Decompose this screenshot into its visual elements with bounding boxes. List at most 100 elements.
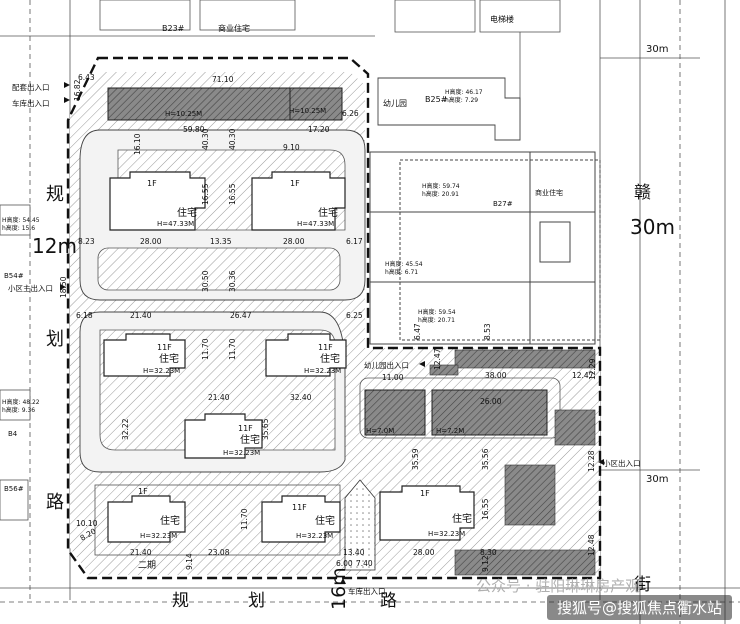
dim-16-82: 16.82 <box>73 79 82 101</box>
building-4-floor: 11F <box>318 343 333 352</box>
label-b27-h5: H高度: 59.54 <box>418 308 456 316</box>
dim-8-53: 8.53 <box>483 323 492 340</box>
west-road-char-1: 规 <box>46 184 64 205</box>
building-2-label: 住宅 <box>318 206 338 219</box>
dim-6-26: 6.26 <box>342 109 359 118</box>
dim-16-55c: 16.55 <box>481 498 490 520</box>
dim-40-30b: 40.30 <box>228 128 237 150</box>
neighbor-b23-block <box>99 0 561 33</box>
entrance-arrows <box>60 82 604 584</box>
dim-28-00b: 28.00 <box>283 237 305 246</box>
neighbor-left-blocks <box>0 204 31 521</box>
dim-12-28: 12.28 <box>587 450 596 472</box>
west-road-char-3: 路 <box>46 492 64 513</box>
west-road-width: 12m <box>32 234 77 258</box>
label-b23: B23# <box>162 24 185 33</box>
label-commercial-res-top: 商业住宅 <box>218 23 250 33</box>
dim-23-08: 23.08 <box>208 548 230 557</box>
building-1-label: 住宅 <box>177 206 197 219</box>
west-road: 规 划 路 12m <box>32 184 77 513</box>
neighbor-b25 <box>377 77 521 141</box>
annex-mid <box>364 389 548 436</box>
building-3-floor: 11F <box>157 343 172 352</box>
building-2-floor: 1F <box>290 179 300 188</box>
dim-38-00: 38.00 <box>485 371 507 380</box>
south-road-char-3: 路 <box>380 591 397 611</box>
building-5-label: 住宅 <box>240 433 260 446</box>
dim-40-30: 40.30 <box>201 128 210 150</box>
dim-30-36: 30.36 <box>228 270 237 292</box>
plaza-walkway <box>344 479 376 571</box>
building-1-height: H=47.33M <box>157 220 194 228</box>
neighbor-b27 <box>369 151 601 345</box>
label-b56: B56# <box>4 485 24 493</box>
dim-6-47: 6.47 <box>413 323 422 340</box>
building-3-label: 住宅 <box>159 352 179 365</box>
dim-10-10: 10.10 <box>76 519 98 528</box>
dim-6-43: 6.43 <box>78 73 95 82</box>
dim-30-50: 30.50 <box>201 270 210 292</box>
label-b27-h2: h高度: 20.91 <box>422 190 459 198</box>
east-road-char-2: 街 <box>634 575 651 595</box>
label-phase-two: 二期 <box>138 560 156 571</box>
dim-11-70c: 11.70 <box>240 508 249 530</box>
label-left-h3: H高度: 48.22 <box>2 398 40 406</box>
dim-16-55b: 16.55 <box>228 183 237 205</box>
dim-9-14: 9.14 <box>185 553 194 570</box>
dim-8-23: 8.23 <box>78 237 95 246</box>
dim-6-17: 6.17 <box>346 237 363 246</box>
building-8-label: 住宅 <box>452 512 472 525</box>
label-commercial-res-right: 商业住宅 <box>535 188 563 197</box>
label-left-h2: h高度: 15.6 <box>2 224 35 232</box>
east-road: 赣 街 30m 30m 30m <box>630 44 675 595</box>
dim-11-70a: 11.70 <box>201 338 210 360</box>
dim-26-47: 26.47 <box>230 311 252 320</box>
building-3-height: H=32.23M <box>143 367 180 375</box>
entrance-labels: 配套出入口 车库出入口 小区主出入口 幼儿园出入口 小区出入口 车库出入口 <box>8 82 641 596</box>
label-b25-h1: H高度: 46.17 <box>445 88 483 96</box>
dimensions: 6.43 16.82 71.10 6.26 59.80 17.20 9.10 1… <box>59 73 597 572</box>
east-road-width-top: 30m <box>646 44 668 55</box>
label-b27: B27# <box>493 200 513 208</box>
dim-21-40c: 21.40 <box>130 548 152 557</box>
label-left-h1: H高度: 54.45 <box>2 216 40 224</box>
west-road-char-2: 划 <box>46 329 64 350</box>
label-b54: B54# <box>4 272 24 280</box>
dim-8-30: 8.30 <box>480 548 497 557</box>
entrance-top-left-1: 配套出入口 <box>12 82 50 92</box>
south-road: 规 划 路 16m <box>172 567 397 611</box>
label-kindergarten: 幼儿园 <box>383 98 407 108</box>
site-boundary <box>66 56 602 580</box>
dim-12-48: 12.48 <box>587 534 596 556</box>
dim-28-00a: 28.00 <box>140 237 162 246</box>
label-b27-h3: H高度: 45.54 <box>385 260 423 268</box>
building-7-floor: 11F <box>292 503 307 512</box>
entrance-west-main: 小区主出入口 <box>8 283 53 293</box>
dim-6-00: 6.00 <box>336 559 353 568</box>
parking-strip <box>429 349 596 576</box>
dim-9-12: 9.12 <box>481 555 490 572</box>
annex-top-left-height: H=10.25M <box>165 110 202 118</box>
dim-6-25: 6.25 <box>346 311 363 320</box>
residential-buildings <box>103 171 475 543</box>
label-b27-h1: H高度: 59.74 <box>422 182 460 190</box>
label-b25-h2: h高度: 7.29 <box>445 96 478 104</box>
entrance-south-garage: 车库出入口 <box>348 586 386 596</box>
dim-11-00: 11.00 <box>382 373 404 382</box>
dim-21-40b: 21.40 <box>208 393 230 402</box>
watermark-badge: 搜狐号@搜狐焦点衢水站 <box>546 595 732 620</box>
building-8-height: H=32.23M <box>428 530 465 538</box>
annex-top-right-height: H=10.25M <box>289 107 326 115</box>
east-road-char-1: 赣 <box>634 183 651 203</box>
label-b27-h6: h高度: 20.71 <box>418 316 455 324</box>
dim-35-59: 35.59 <box>411 448 420 470</box>
dim-16-55: 16.55 <box>201 183 210 205</box>
building-6-height: H=32.23M <box>140 532 177 540</box>
building-7-label: 住宅 <box>315 514 335 527</box>
building-4-label: 住宅 <box>320 352 340 365</box>
entrance-east-gate: 小区出入口 <box>603 458 641 468</box>
dim-26-00: 26.00 <box>480 397 502 406</box>
dim-7-40: 7.40 <box>356 559 373 568</box>
dim-35-65: 35.65 <box>261 418 270 440</box>
